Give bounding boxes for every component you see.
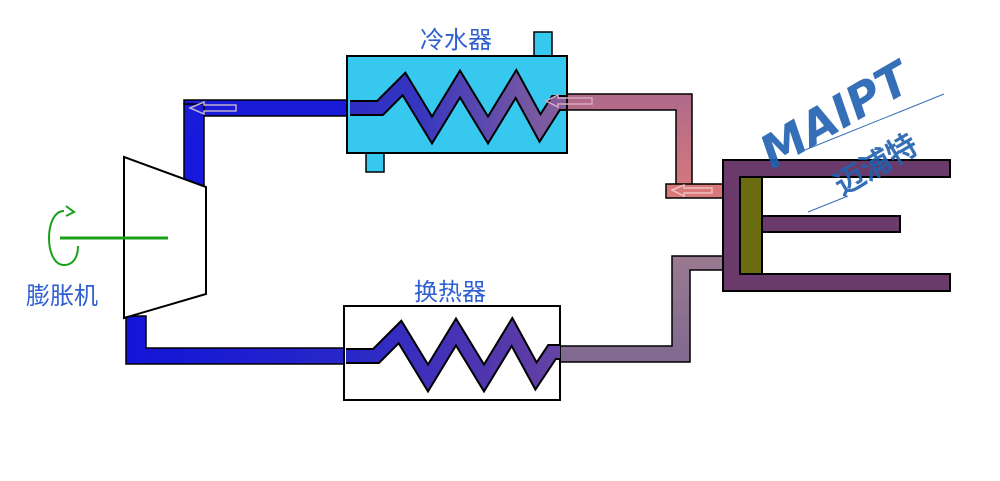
watermark-logo: MAIPT 迈浦特 (751, 49, 945, 213)
piston (739, 176, 763, 275)
cooler-label: 冷水器 (420, 26, 492, 54)
heat-exchanger-label: 换热器 (414, 278, 486, 306)
expander-label: 膨胀机 (26, 282, 98, 310)
cylinder (722, 159, 951, 292)
flow-arrow-icon (544, 93, 593, 109)
flow-arrows (188, 93, 713, 198)
piston-rod (739, 215, 901, 233)
cooler (346, 31, 568, 173)
flow-arrow-icon (670, 183, 713, 198)
expander (48, 155, 207, 320)
heat-exchanger (343, 305, 561, 401)
flow-arrow-icon (188, 100, 237, 116)
rotation-arrow-icon (48, 210, 79, 267)
